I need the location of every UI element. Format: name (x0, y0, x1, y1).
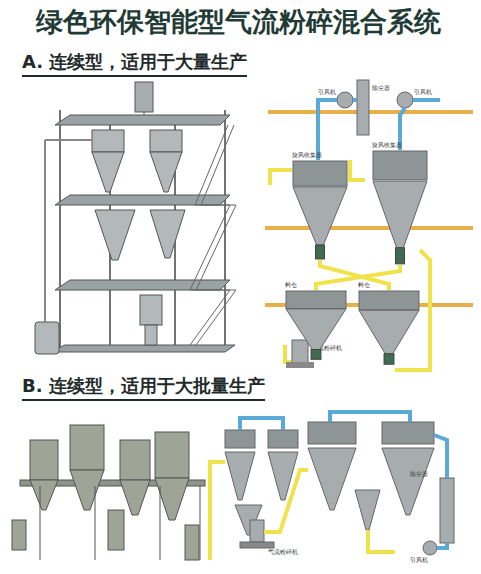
hopper-outline (292, 160, 348, 260)
node-label: 旋风收集器 (372, 141, 402, 149)
callout-label: 引风机 (318, 88, 336, 97)
plant-frame-b (12, 425, 205, 560)
hopper-outline (358, 290, 420, 365)
callout-label: 气流粉碎机 (268, 548, 298, 557)
hopper-node: 料仓 (358, 290, 420, 365)
filter-box (286, 291, 346, 309)
node-label: 料仓 (285, 281, 297, 289)
node-label: 料仓 (358, 281, 370, 289)
hopper-cone (359, 310, 419, 354)
pipe-connector (316, 265, 400, 290)
callout-label: 除尘器 (410, 470, 428, 479)
hopper-cone (373, 181, 427, 248)
valve (396, 248, 405, 264)
hopper-cone (293, 187, 347, 245)
schematic-b (210, 412, 454, 560)
valve (384, 354, 394, 365)
node-label: 旋风收集器 (292, 151, 322, 159)
plant-frame-a (35, 82, 236, 354)
filter-box (359, 291, 419, 310)
hopper-node: 旋风收集器 (292, 160, 348, 260)
hopper-node: 旋风收集器 (372, 150, 428, 265)
hopper-cone (286, 309, 346, 350)
pipe-connector (320, 260, 389, 290)
valve (311, 350, 321, 360)
schematic-a (265, 80, 473, 370)
filter-box (373, 151, 427, 180)
hopper-outline (372, 150, 428, 265)
section-heading: A. 连续型，适用于大量生产 (22, 50, 247, 77)
diagram-title: 绿色环保智能型气流粉碎混合系统 (36, 4, 441, 40)
hopper-node: 料仓 (285, 290, 347, 360)
valve (316, 245, 325, 259)
callout-label: 引风机 (410, 556, 428, 565)
hopper-outline (285, 290, 347, 360)
callout-label: 引风机 (414, 88, 432, 97)
section-heading: B. 连续型，适用于大批量生产 (22, 374, 265, 401)
filter-box (293, 161, 347, 186)
callout-label: 除尘器 (372, 84, 390, 93)
